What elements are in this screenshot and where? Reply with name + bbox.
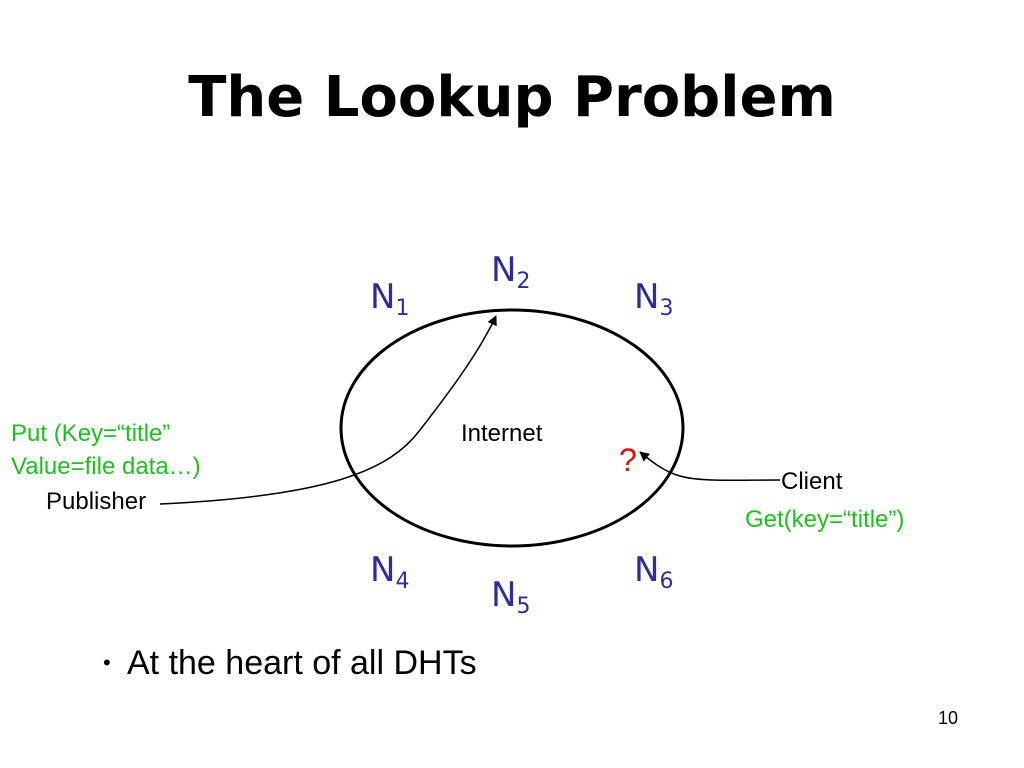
node-n1: N1 [370, 277, 410, 321]
node-n5: N5 [491, 575, 531, 619]
node-n4: N4 [370, 550, 410, 594]
page-number: 10 [938, 708, 959, 728]
bullet-item: • At the heart of all DHTs [103, 642, 477, 684]
bullet-icon: • [103, 650, 111, 675]
get-request-label: Get(key=“title”) [745, 506, 905, 533]
internet-label: Internet [461, 420, 543, 447]
client-get-arrow [639, 451, 781, 482]
bullet-text: At the heart of all DHTs [127, 644, 477, 682]
client-label: Client [781, 468, 843, 495]
node-n2: N2 [491, 250, 531, 294]
publisher-put-arrow [159, 315, 497, 505]
put-request-line2: Value=file data…) [11, 453, 201, 480]
node-n6: N6 [634, 550, 674, 594]
slide-title: The Lookup Problem [188, 65, 836, 130]
unknown-location-marker: ? [619, 442, 637, 478]
node-n3: N3 [634, 277, 674, 321]
internet-ellipse [339, 308, 685, 548]
put-request-line1: Put (Key=“title” [11, 420, 171, 447]
publisher-label: Publisher [46, 488, 147, 515]
